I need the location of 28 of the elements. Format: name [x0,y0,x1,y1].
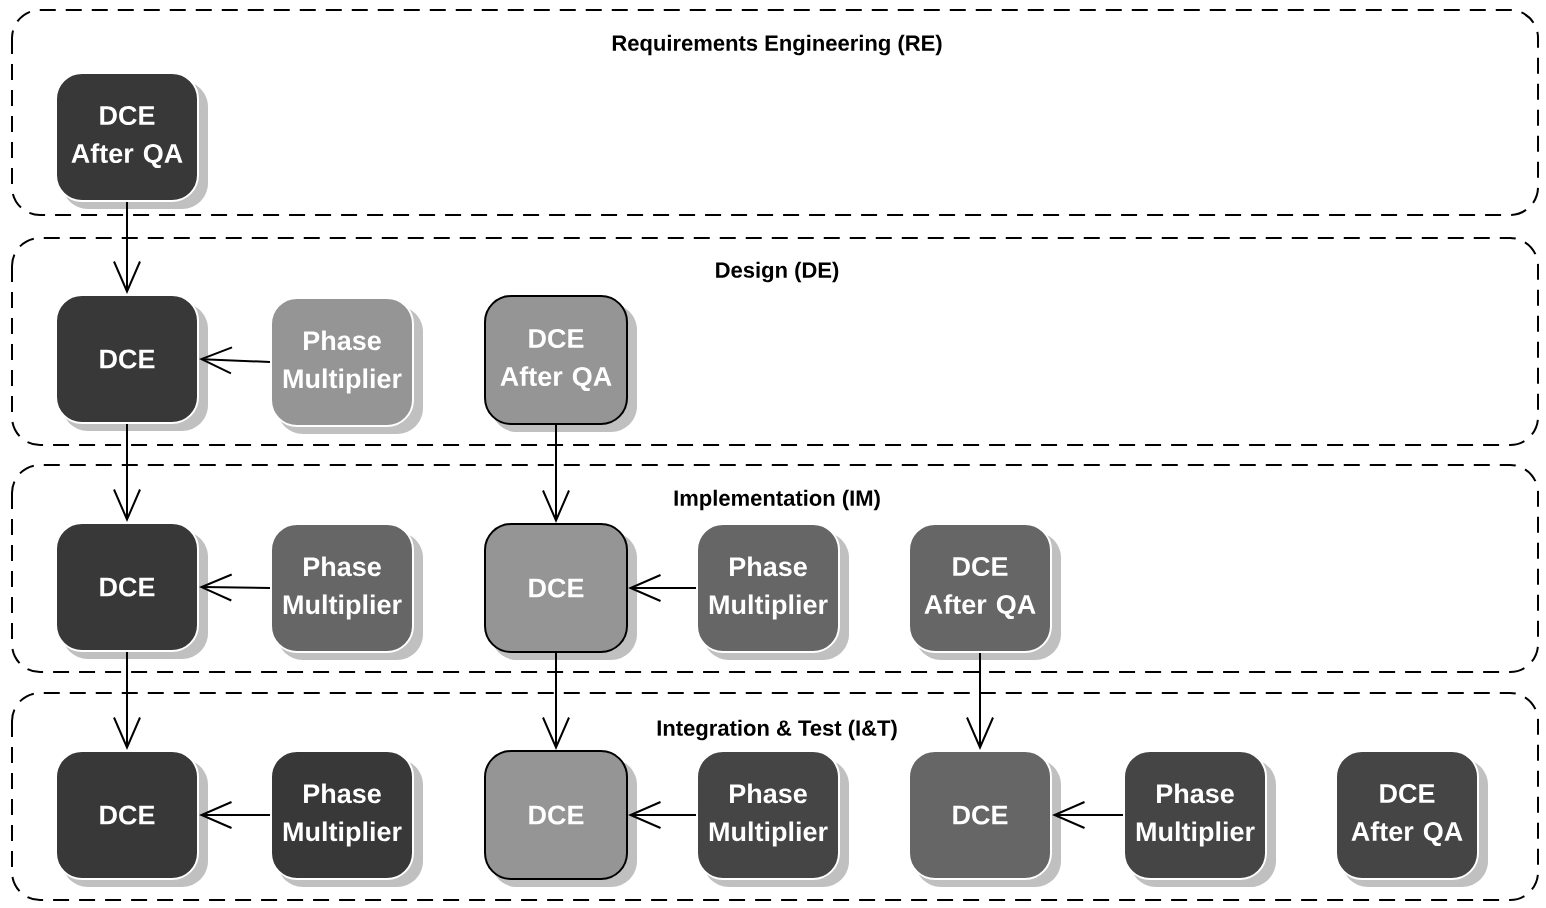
process-box: DCE [55,750,208,887]
arrow [199,801,271,829]
process-box: DCE [55,522,208,659]
process-box: DCE [908,750,1061,887]
arrow [113,423,141,522]
process-box: DCE After QA [1335,750,1488,887]
arrow [113,651,141,750]
process-box: Phase Multiplier [696,750,849,887]
process-box: Phase Multiplier [270,523,423,660]
process-box: DCE [55,294,208,431]
process-box: DCE [484,523,637,660]
arrow [113,201,141,294]
arrow [1052,801,1124,829]
process-box: DCE After QA [908,523,1061,660]
process-box: Phase Multiplier [270,297,423,434]
arrow [199,346,271,375]
arrow [542,652,570,750]
arrow [199,573,271,602]
arrow [966,652,994,750]
process-box: Phase Multiplier [1123,750,1276,887]
process-box: DCE After QA [484,295,637,432]
arrow [628,574,697,602]
arrow [628,801,697,829]
arrow [542,424,570,523]
process-box: Phase Multiplier [270,750,423,887]
process-box: DCE After QA [55,72,208,209]
process-box: DCE [484,750,637,887]
process-box: Phase Multiplier [696,523,849,660]
